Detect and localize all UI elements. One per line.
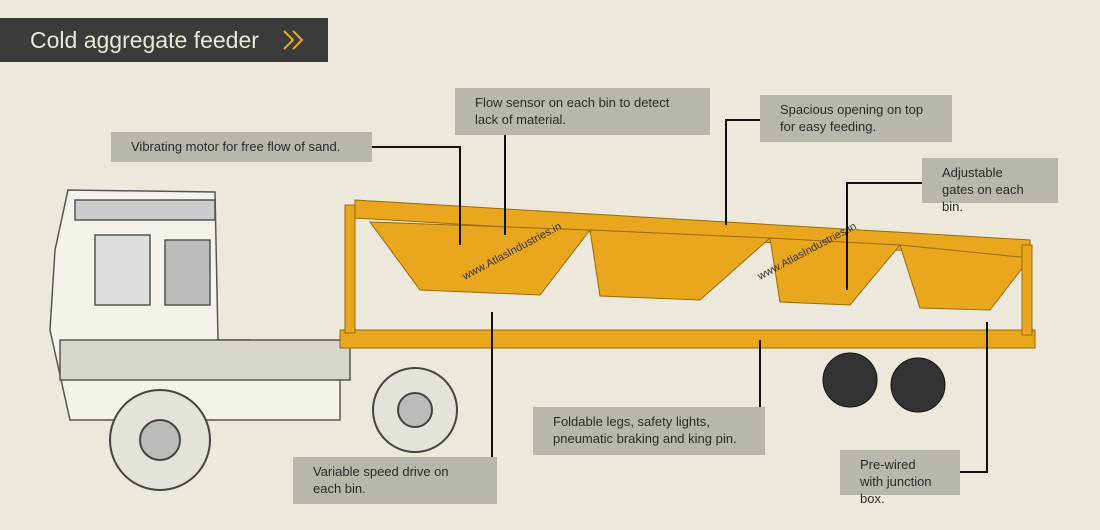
double-chevron-right-icon	[283, 30, 304, 50]
trailer-wheels	[822, 352, 946, 413]
leader-lines	[372, 119, 988, 473]
callout-spacious-opening: Spacious opening on top for easy feeding…	[760, 95, 952, 142]
truck-wheels	[109, 367, 458, 491]
callout-pre-wired: Pre-wired with junction box.	[840, 450, 960, 506]
page-title: Cold aggregate feeder	[0, 18, 328, 62]
callout-foldable-legs: Foldable legs, safety lights, pneumatic …	[533, 407, 765, 455]
callout-vibrating-motor: Vibrating motor for free flow of sand.	[111, 132, 372, 162]
trailer-frame	[339, 199, 1036, 349]
callout-adjustable-gates: Adjustable gates on each bin.	[922, 158, 1058, 214]
truck-cab-sketch	[49, 189, 351, 421]
title-text: Cold aggregate feeder	[30, 27, 259, 53]
callout-flow-sensor: Flow sensor on each bin to detect lack o…	[455, 88, 710, 135]
callout-variable-speed: Variable speed drive on each bin.	[293, 457, 497, 504]
